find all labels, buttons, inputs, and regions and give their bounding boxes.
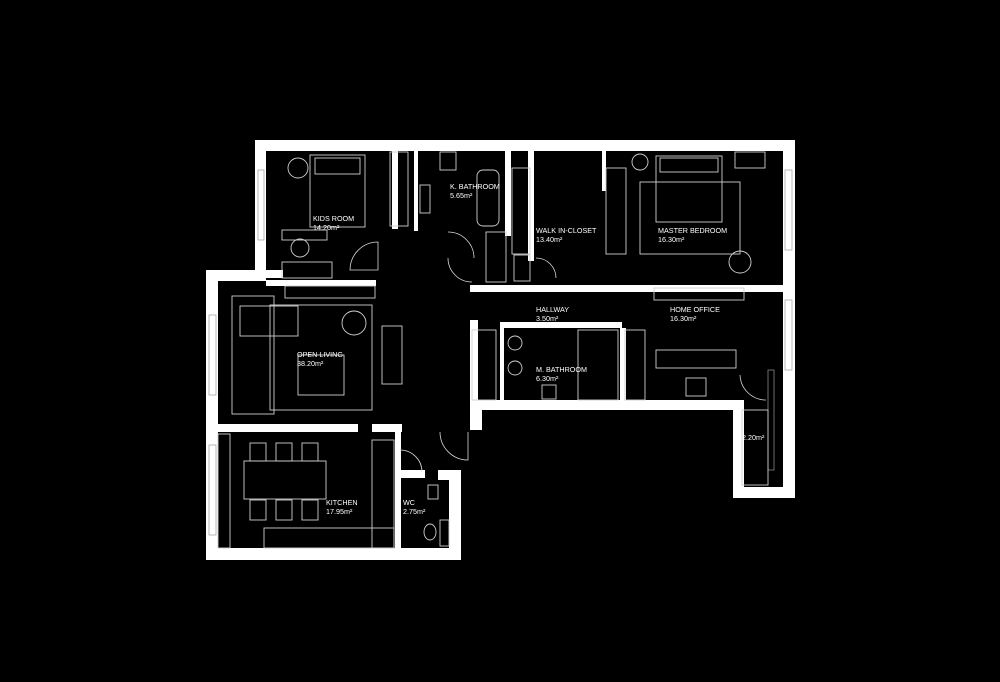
room-area-kids-room: 14.20m²	[313, 223, 340, 232]
room-area-wc: 2.75m²	[403, 507, 426, 516]
room-label-k-bathroom: K. BATHROOM	[450, 182, 500, 191]
room-label-m-bathroom: M. BATHROOM	[536, 365, 587, 374]
room-label-home-office: HOME OFFICE	[670, 305, 720, 314]
room-area-home-office: 16.30m²	[670, 314, 697, 323]
walls	[206, 140, 795, 560]
room-area-m-bathroom: 6.30m²	[536, 374, 559, 383]
room-area-storage: 2.20m²	[742, 433, 765, 442]
room-label-kids-room: KIDS ROOM	[313, 214, 354, 223]
room-label-kitchen: KITCHEN	[326, 498, 358, 507]
room-labels: KIDS ROOM 14.20m² K. BATHROOM 5.65m² WAL…	[297, 182, 765, 516]
room-label-hallway: HALLWAY	[536, 305, 569, 314]
room-area-k-bathroom: 5.65m²	[450, 191, 473, 200]
room-area-open-living: 38.20m²	[297, 359, 324, 368]
furniture	[217, 151, 769, 549]
room-label-wc: WC	[403, 498, 415, 507]
room-label-master-bedroom: MASTER BEDROOM	[658, 226, 727, 235]
doors	[349, 231, 767, 473]
room-area-master-bedroom: 16.30m²	[658, 235, 685, 244]
room-area-walk-in-closet: 13.40m²	[536, 235, 563, 244]
room-label-walk-in-closet: WALK IN-CLOSET	[536, 226, 597, 235]
room-label-open-living: OPEN LIVING	[297, 350, 343, 359]
room-area-hallway: 3.50m²	[536, 314, 559, 323]
room-area-kitchen: 17.95m²	[326, 507, 353, 516]
